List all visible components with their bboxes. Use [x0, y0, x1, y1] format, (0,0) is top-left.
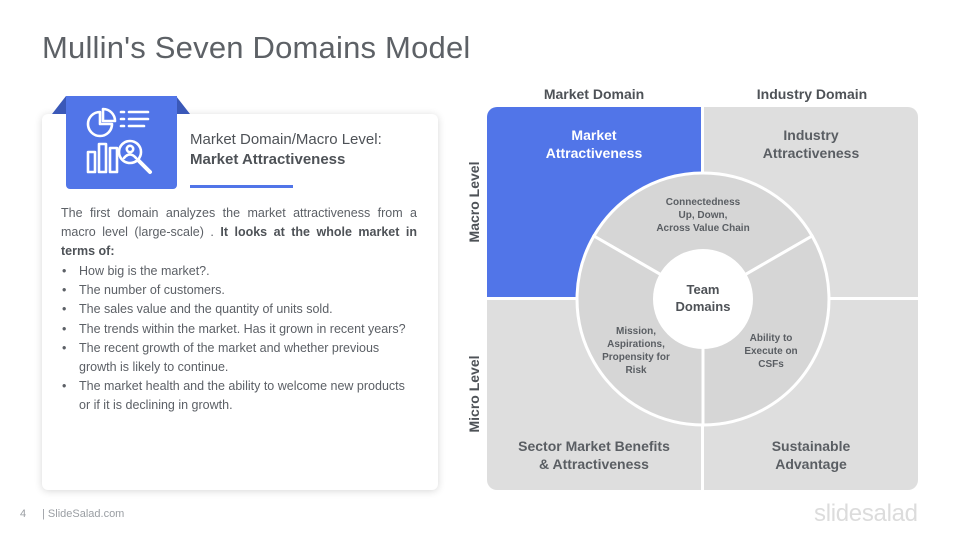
segment-left-line: Aspirations,	[607, 339, 665, 350]
quadrant-label-market-attractiveness: Market Attractiveness	[520, 126, 668, 162]
analytics-icon-box	[66, 96, 177, 189]
segment-left-line: Risk	[625, 365, 647, 376]
card-intro-paragraph: The first domain analyzes the market att…	[61, 204, 417, 262]
quadrant-label-line: Attractiveness	[545, 145, 643, 161]
intro-bold-text: It looks at the whole market in terms of…	[61, 225, 418, 259]
market-analysis-icon	[86, 107, 152, 174]
quadrant-label-sector-market: Sector Market Benefits & Attractiveness	[500, 437, 688, 473]
segment-left-line: Propensity for	[602, 352, 670, 363]
list-item: The number of customers.	[61, 281, 417, 300]
quadrant-label-line: Sustainable	[771, 438, 851, 454]
segment-top-line: Connectedness	[666, 197, 741, 208]
quadrant-label-line: Advantage	[775, 456, 847, 472]
center-label-line: Team	[687, 282, 720, 297]
segment-right-line: CSFs	[758, 359, 784, 370]
quadrant-label-line: & Attractiveness	[539, 456, 649, 472]
icon-ribbon-fold-left	[52, 96, 66, 114]
quadrant-label-sustainable-advantage: Sustainable Advantage	[737, 437, 885, 473]
segment-top-line: Across Value Chain	[656, 223, 749, 234]
criteria-list: How big is the market?. The number of cu…	[61, 262, 417, 416]
quadrant-label-line: Industry	[783, 127, 839, 143]
segment-top	[591, 171, 815, 301]
list-item: How big is the market?.	[61, 262, 417, 281]
center-label-line: Domains	[676, 299, 731, 314]
icon-ribbon-fold-right	[176, 96, 190, 114]
list-item: The trends within the market. Has it gro…	[61, 320, 417, 339]
quadrant-label-line: Sector Market Benefits	[518, 438, 670, 454]
card-heading-topic: Market Attractiveness	[190, 151, 346, 168]
segment-left-line: Mission,	[616, 326, 656, 337]
slide-title: Mullin's Seven Domains Model	[42, 30, 471, 65]
footer-site: | SlideSalad.com	[42, 508, 125, 520]
page-number: 4	[20, 508, 27, 520]
list-item: The market health and the ability to wel…	[61, 377, 417, 415]
segment-top-line: Up, Down,	[679, 210, 728, 221]
quadrant-label-line: Market	[571, 127, 617, 143]
wheel-center	[653, 249, 753, 349]
brand-logo: slidesalad	[814, 500, 918, 527]
segment-right-line: Ability to	[750, 333, 793, 344]
list-item: The recent growth of the market and whet…	[61, 339, 417, 377]
card-heading-level: Market Domain/Macro Level:	[190, 131, 382, 148]
column-label-market-domain: Market Domain	[543, 86, 645, 102]
quadrant-label-industry-attractiveness: Industry Attractiveness	[737, 126, 885, 162]
quadrant-label-line: Attractiveness	[762, 145, 860, 161]
intro-plain-text: The first domain analyzes the market att…	[61, 206, 417, 240]
list-item: The sales value and the quantity of unit…	[61, 300, 417, 319]
segment-right-line: Execute on	[744, 346, 797, 357]
heading-underline	[190, 185, 293, 188]
column-label-industry-domain: Industry Domain	[756, 86, 868, 102]
